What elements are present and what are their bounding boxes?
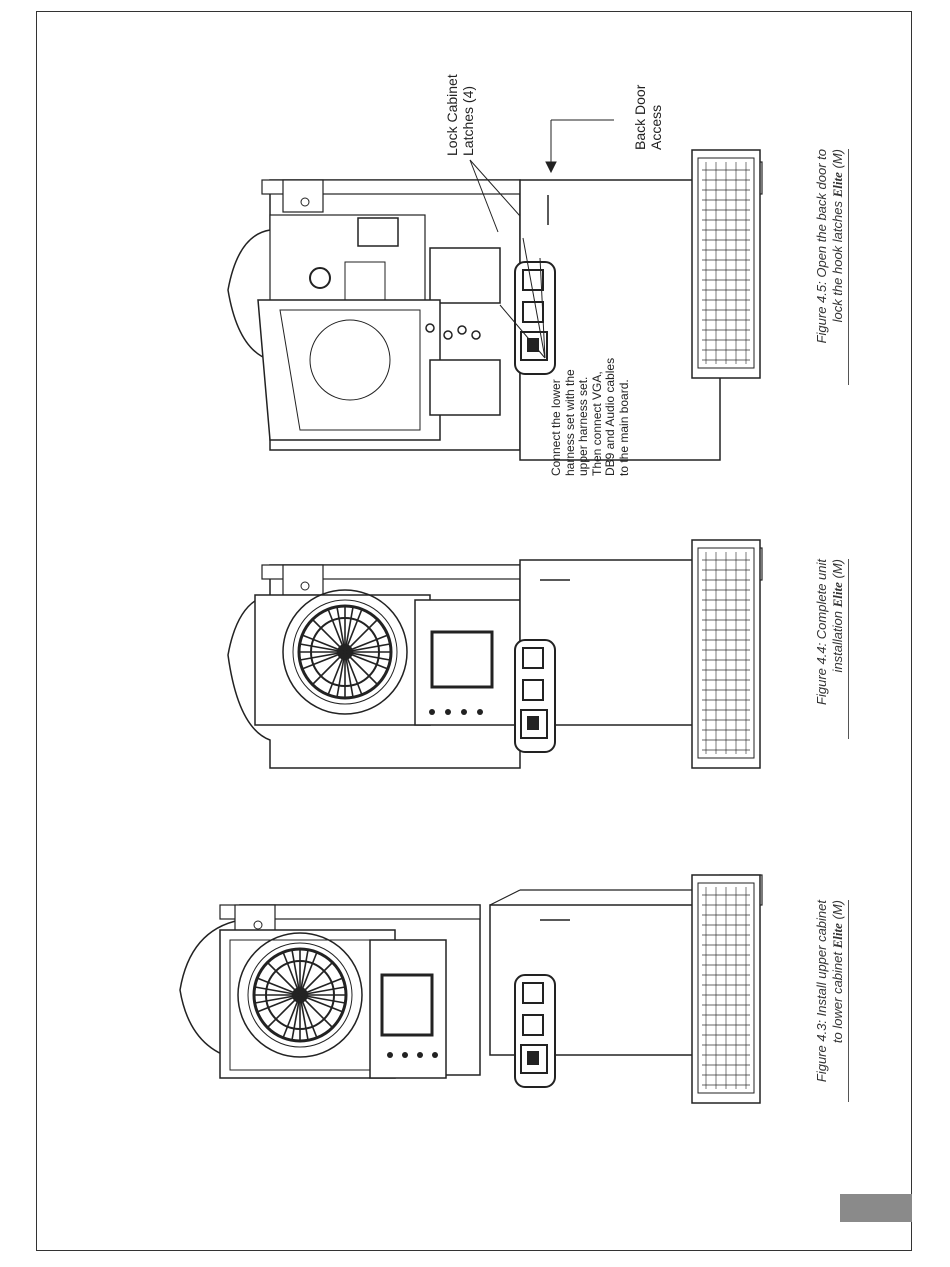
caption-line-2: installation Elite (M)	[830, 559, 849, 739]
caption-line-1: Figure 4.4: Complete unit	[814, 559, 829, 705]
callout-line: Connect the lower	[549, 379, 563, 476]
caption-suffix: (M)	[830, 900, 845, 924]
callout-line: to the main board.	[616, 379, 631, 476]
figure-4-3-drawing	[179, 874, 763, 1104]
callout-line: Access	[648, 104, 664, 150]
callout-line: DB9 and Audio cables	[603, 357, 617, 476]
caption-suffix: (M)	[830, 149, 845, 173]
figure-4-5-drawing	[227, 119, 763, 461]
callout-line: Back Door	[632, 84, 648, 150]
section-tab	[840, 1194, 912, 1222]
caption-text: lock the hook latches	[830, 197, 845, 323]
page-frame	[36, 11, 912, 1251]
figure-4-3-caption: Figure 4.3: Install upper cabinet to low…	[814, 900, 849, 1102]
callout-line: Then connect VGA,	[589, 371, 604, 476]
brand-elite: Elite	[830, 923, 845, 949]
caption-suffix: (M)	[830, 559, 845, 583]
caption-text: installation	[830, 607, 845, 673]
callout-harness: Connect the lower harness set with the u…	[549, 346, 631, 476]
caption-line-1: Figure 4.3: Install upper cabinet	[814, 900, 829, 1083]
caption-line-2: lock the hook latches Elite (M)	[830, 149, 849, 385]
brand-elite: Elite	[830, 582, 845, 608]
callout-line: upper harness set.	[576, 376, 590, 476]
figure-4-5-caption: Figure 4.5: Open the back door to lock t…	[814, 149, 849, 385]
callout-back-door: Back Door Access	[632, 60, 664, 150]
brand-elite: Elite	[830, 172, 845, 198]
figure-4-4-caption: Figure 4.4: Complete unit installation E…	[814, 559, 849, 739]
callout-line: Latches (4)	[460, 85, 476, 156]
caption-line-2: to lower cabinet Elite (M)	[830, 900, 849, 1102]
callout-line: harness set with the	[562, 369, 577, 476]
figure-4-4-drawing	[227, 539, 763, 769]
callout-lock-latches: Lock Cabinet Latches (4)	[444, 46, 476, 156]
callout-line: Lock Cabinet	[444, 74, 460, 156]
caption-text: to lower cabinet	[830, 948, 845, 1044]
caption-line-1: Figure 4.5: Open the back door to	[814, 149, 829, 344]
